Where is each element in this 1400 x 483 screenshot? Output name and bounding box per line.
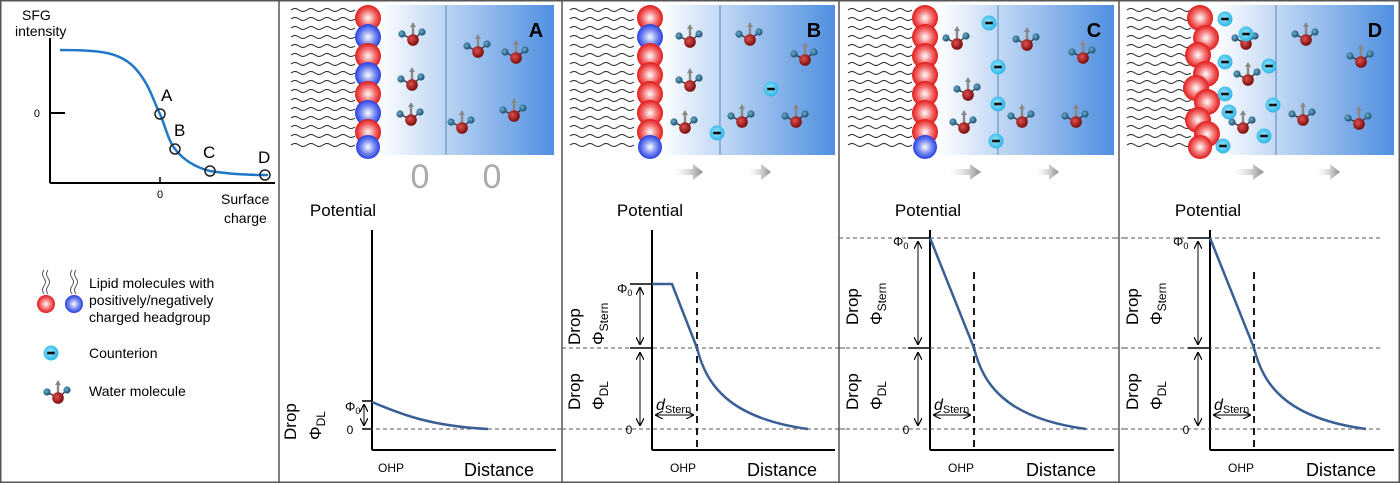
panel-c-phi-dl: ΦDL <box>867 381 889 410</box>
panel-a: A 0 0 Potential <box>281 5 566 480</box>
panel-d-drop-stern-label: Drop <box>1123 288 1142 325</box>
panel-a-zero: 0 <box>347 423 354 437</box>
panel-c-potential-label: Potential <box>895 201 961 220</box>
panel-a-charge-marker-2: 0 <box>483 158 502 196</box>
legend-lipid-line3: charged headgroup <box>89 309 211 325</box>
panel-a-distance-label: Distance <box>464 460 534 480</box>
panel-b-phi0: Φ0 <box>617 281 632 298</box>
panel-c-potential-curve <box>928 237 1087 431</box>
legend-counterion-label: Counterion <box>89 345 158 361</box>
panel-b-flow-arrows <box>673 164 771 180</box>
panel-a-letter: A <box>529 20 543 42</box>
sfg-label-b: B <box>174 121 185 140</box>
panel-d-zero: 0 <box>1183 423 1190 437</box>
panel-c-letter: C <box>1087 20 1101 42</box>
sfg-point-c <box>204 165 216 177</box>
sfg-xlabel-line1: Surface <box>221 191 269 207</box>
sfg-label-d: D <box>258 148 270 167</box>
panel-a-drop-label: Drop <box>281 403 300 440</box>
legend-water-icon <box>42 378 72 405</box>
panel-c-phi-stern: ΦStern <box>867 283 889 325</box>
panel-a-ohp-label: OHP <box>378 461 404 475</box>
panel-b-d-stern: dStern <box>656 397 691 416</box>
panel-b-ohp-label: OHP <box>670 461 696 475</box>
panel-c: C <box>839 5 1124 480</box>
panel-a-headgroups <box>355 5 381 159</box>
sfg-xlabel-line2: charge <box>224 210 267 226</box>
panel-c-lipid-tails <box>847 8 913 147</box>
panel-b-potential-curve <box>652 282 809 431</box>
legend-lipid-icon <box>37 269 83 313</box>
panel-a-potential-curve <box>371 400 489 431</box>
panel-c-headgroups <box>912 5 938 159</box>
sfg-ylabel-line2: intensity <box>15 23 66 39</box>
panel-b: B Pot <box>562 5 845 480</box>
sfg-point-b <box>169 143 181 155</box>
sfg-point-d <box>259 169 271 181</box>
sfg-x-zero: 0 <box>157 189 163 201</box>
sfg-y-zero: 0 <box>34 108 40 120</box>
sfg-ylabel-line1: SFG <box>22 7 51 23</box>
panel-b-drop-stern-label: Drop <box>565 308 584 345</box>
panel-c-flow-arrows <box>948 164 1059 180</box>
panel-d-lipid-tails <box>1126 8 1192 147</box>
panel-b-letter: B <box>807 20 821 42</box>
panel-a-lipid-tails <box>290 8 356 147</box>
legend: Lipid molecules with positively/negative… <box>37 269 214 405</box>
sfg-label-c: C <box>203 143 215 162</box>
sfg-chart: SFG intensity 0 0 Surface charge A B C D <box>15 7 275 226</box>
panel-b-drop-dl-label: Drop <box>565 373 584 410</box>
panel-d-potential-curve <box>1208 237 1367 431</box>
sfg-point-a <box>154 108 166 120</box>
panel-c-zero: 0 <box>903 423 910 437</box>
panel-a-potential-label: Potential <box>310 201 376 220</box>
panel-c-ohp-label: OHP <box>948 461 974 475</box>
panel-d-headgroups <box>1183 5 1220 159</box>
panel-a-charge-marker-1: 0 <box>411 158 430 196</box>
panel-b-phi-stern: ΦStern <box>589 303 611 345</box>
panel-b-potential-label: Potential <box>617 201 683 220</box>
panel-c-distance-label: Distance <box>1026 460 1096 480</box>
panel-d-d-stern: dStern <box>1214 397 1249 416</box>
panel-b-distance-label: Distance <box>747 460 817 480</box>
panel-b-phi-dl: ΦDL <box>589 381 611 410</box>
panel-d-phi0: Φ0 <box>1173 234 1188 251</box>
panel-d-drop-dl-label: Drop <box>1123 373 1142 410</box>
panel-c-drop-dl-label: Drop <box>843 373 862 410</box>
panel-b-zero: 0 <box>626 423 633 437</box>
panel-d-letter: D <box>1368 20 1382 42</box>
legend-counterion-icon <box>43 345 59 361</box>
panel-d-potential-label: Potential <box>1175 201 1241 220</box>
panel-d-distance-label: Distance <box>1306 460 1376 480</box>
panel-c-drop-stern-label: Drop <box>843 288 862 325</box>
panel-a-phi-dl: ΦDL <box>306 411 328 440</box>
sfg-label-a: A <box>161 86 173 105</box>
legend-lipid-line1: Lipid molecules with <box>89 275 214 291</box>
panel-d: D <box>1123 5 1394 480</box>
panel-d-phi-dl: ΦDL <box>1147 381 1169 410</box>
sfg-curve <box>59 48 269 177</box>
legend-water-label: Water molecule <box>89 383 186 399</box>
panel-c-d-stern: dStern <box>934 397 969 416</box>
panel-b-lipid-tails <box>569 8 635 147</box>
panel-d-phi-stern: ΦStern <box>1147 283 1169 325</box>
panel-d-ohp-label: OHP <box>1228 461 1254 475</box>
panel-c-phi0: Φ0 <box>893 234 908 251</box>
panel-a-phi0: Φ0 <box>345 399 360 416</box>
panel-d-flow-arrows <box>1232 164 1340 180</box>
panel-b-headgroups <box>637 5 663 159</box>
legend-lipid-line2: positively/negatively <box>89 292 214 308</box>
